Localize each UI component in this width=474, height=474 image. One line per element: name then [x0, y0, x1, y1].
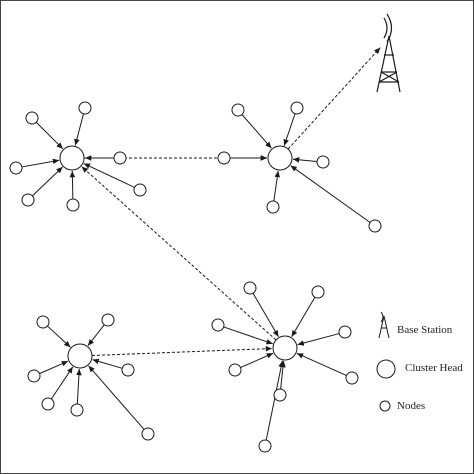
- sensor-node: [101, 313, 115, 327]
- legend-cluster-head-label: Cluster Head: [405, 362, 463, 374]
- sensor-node: [25, 111, 39, 125]
- node-link: [296, 352, 347, 377]
- sensor-node: [316, 155, 330, 169]
- sensor-node: [78, 101, 92, 115]
- legend-base-station-icon: [378, 311, 390, 339]
- sensor-node: [231, 103, 245, 117]
- node-link: [88, 365, 145, 430]
- sensor-node: [311, 285, 325, 299]
- node-link: [240, 352, 274, 369]
- cluster-head-link: [91, 345, 273, 357]
- sensor-node: [228, 363, 242, 377]
- sensor-node: [21, 193, 35, 207]
- node-link: [241, 114, 272, 149]
- node-link: [290, 165, 371, 223]
- node-link: [87, 324, 105, 347]
- node-link: [35, 121, 64, 150]
- cluster-head-link: [81, 166, 277, 341]
- node-link: [21, 158, 60, 168]
- node-link: [297, 333, 340, 346]
- node-link: [265, 360, 284, 441]
- cluster-head-link: [287, 47, 381, 150]
- sensor-node: [66, 198, 80, 212]
- sensor-node: [133, 183, 147, 197]
- sensor-node: [273, 388, 287, 402]
- cluster-head-top-left: [59, 145, 85, 171]
- node-link: [273, 170, 281, 202]
- sensor-node: [36, 315, 50, 329]
- sensor-node: [290, 101, 304, 115]
- base-station-icon: [376, 13, 401, 93]
- node-link: [283, 113, 296, 146]
- sensor-node: [266, 200, 280, 214]
- legend-cluster-head-icon: [376, 359, 396, 379]
- node-link: [92, 358, 123, 369]
- node-link: [83, 163, 135, 188]
- node-link: [50, 366, 74, 400]
- cluster-head-bottom-left: [67, 343, 93, 369]
- sensor-node: [243, 281, 257, 295]
- node-link: [223, 326, 273, 345]
- node-link: [292, 156, 318, 163]
- sensor-node: [258, 439, 272, 453]
- sensor-node: [338, 325, 352, 339]
- sensor-node: [368, 219, 382, 233]
- node-link: [252, 292, 279, 338]
- node-link: [76, 368, 82, 405]
- legend-node-icon: [379, 400, 391, 412]
- legend-base-station-label: Base Station: [397, 324, 453, 336]
- sensor-node: [141, 427, 155, 441]
- sensor-node: [345, 371, 359, 385]
- sensor-node: [9, 161, 23, 175]
- cluster-head-top-right: [267, 145, 293, 171]
- node-link: [74, 113, 84, 146]
- node-link: [31, 166, 63, 197]
- node-link: [69, 170, 76, 200]
- sensor-node: [121, 363, 135, 377]
- node-link: [47, 325, 71, 348]
- legend-nodes-label: Nodes: [397, 400, 426, 412]
- sensor-node: [70, 403, 84, 417]
- sensor-node: [211, 318, 225, 332]
- sensor-node: [41, 397, 55, 411]
- sensor-node: [217, 151, 231, 165]
- cluster-head-bottom-right: [272, 335, 298, 361]
- node-link: [39, 360, 69, 375]
- sensor-node: [27, 369, 41, 383]
- sensor-node: [113, 151, 127, 165]
- node-link: [291, 296, 316, 338]
